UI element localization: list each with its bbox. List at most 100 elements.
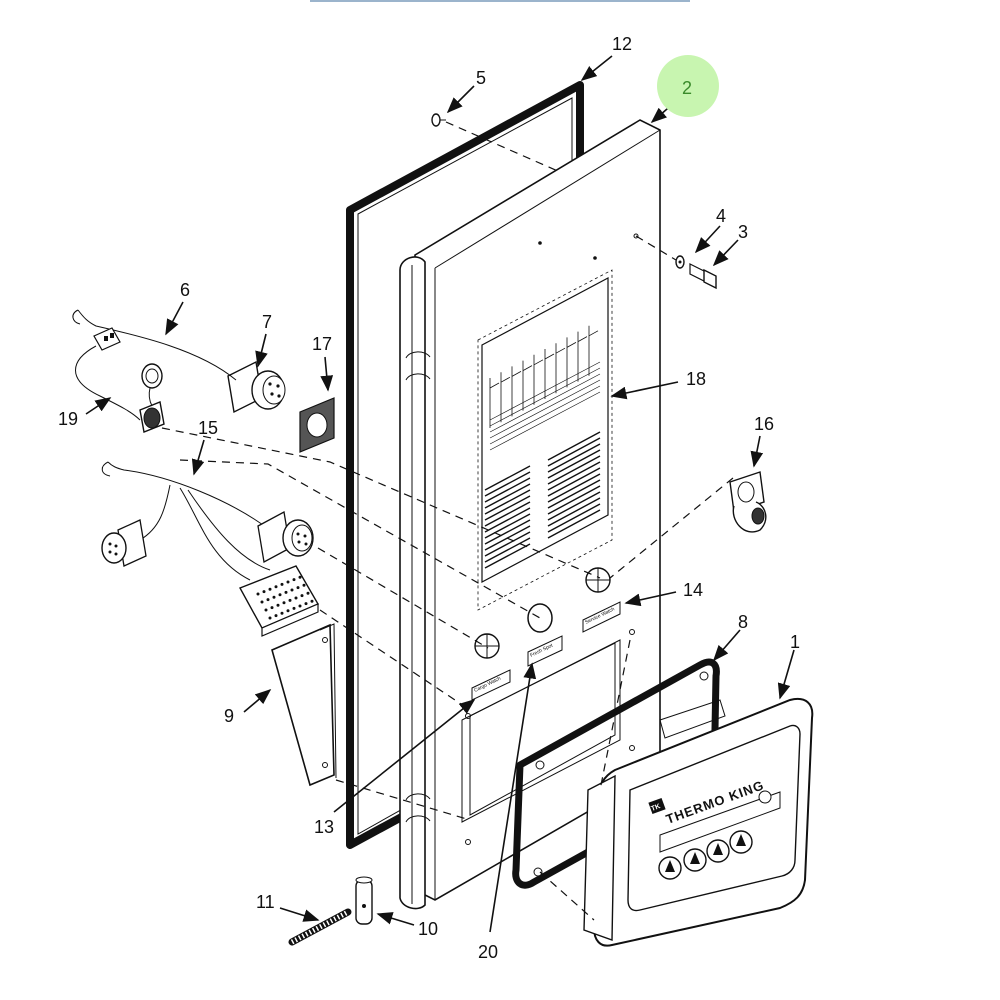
part-1-display-unit: THERMO KING TK: [583, 698, 814, 947]
schematic-trace: [547, 497, 601, 527]
callout-2-highlight: [657, 55, 719, 117]
part-10-sleeve: [355, 876, 373, 925]
decal-cargo-watch: Cargo Watch: [471, 669, 511, 701]
schematic-trace: [547, 467, 601, 497]
callout-7: 7: [262, 312, 272, 332]
schematic-trace: [489, 367, 601, 427]
part-9-bracket: [271, 623, 337, 787]
connector-pin: [300, 594, 304, 598]
connector-pin: [282, 601, 286, 605]
schematic-trace: [484, 519, 531, 545]
schematic-trace: [533, 359, 544, 366]
callout-1: 1: [790, 632, 800, 652]
connector-pin: [262, 590, 266, 594]
schematic-trace: [547, 461, 601, 491]
connector-pin: [306, 591, 310, 595]
schematic-trace: [547, 485, 601, 515]
schematic-trace: [544, 353, 555, 360]
connector-pin: [276, 603, 280, 607]
callout-11: 11: [256, 892, 275, 912]
callout-12: 12: [612, 34, 632, 54]
schematic-trace: [484, 489, 531, 515]
part-18-schematic-decal: [481, 277, 609, 583]
callout-8: 8: [738, 612, 748, 632]
callout-16: 16: [754, 414, 774, 434]
snowflake-icon: [729, 830, 753, 854]
callout-2: 2: [682, 78, 692, 98]
connector-pin: [260, 600, 264, 604]
snowflake-icon: [683, 848, 707, 872]
part-19-cap-connector: [139, 363, 165, 433]
callout-4: 4: [716, 206, 726, 226]
callout-18: 18: [686, 369, 706, 389]
schematic-trace: [547, 479, 601, 509]
schematic-trace: [547, 431, 601, 461]
schematic-trace: [547, 449, 601, 479]
schematic-trace: [588, 330, 599, 337]
schematic-trace: [547, 473, 601, 503]
part-6-harness: [72, 309, 237, 421]
connector-pin: [284, 590, 288, 594]
display-buttons: [658, 830, 753, 880]
schematic-trace: [547, 509, 601, 539]
schematic-trace: [547, 443, 601, 473]
connector-pin: [296, 586, 300, 590]
schematic-trace: [547, 503, 601, 533]
schematic-trace: [489, 385, 601, 445]
part-15-harness: [101, 461, 320, 637]
connector-pin: [288, 598, 292, 602]
schematic-trace: [500, 376, 511, 383]
knockout-lower: [474, 633, 500, 659]
schematic-trace: [547, 437, 601, 467]
connector-pin: [280, 582, 284, 586]
callout-20: 20: [478, 942, 498, 962]
connector-pin: [266, 598, 270, 602]
part-17-seal: [299, 397, 335, 453]
schematic-trace: [577, 336, 588, 342]
connector-pin: [268, 587, 272, 591]
schematic-trace: [484, 477, 531, 503]
callout-labels: 12 5 2 4 3 6 7 17 18 19 15 16 14 8 1 9 1…: [58, 34, 800, 962]
schematic-trace: [484, 471, 531, 497]
connector-pin: [302, 583, 306, 587]
callout-6: 6: [180, 280, 190, 300]
connector-pin: [290, 588, 294, 592]
connector-pin: [298, 604, 302, 608]
assembly-lines: [161, 121, 734, 921]
schematic-trace: [484, 513, 531, 539]
part-5-screw: [431, 113, 446, 127]
part-7-connector: [227, 360, 286, 414]
callout-17: 17: [312, 334, 332, 354]
schematic-trace: [489, 382, 500, 389]
callout-3: 3: [738, 222, 748, 242]
part-3-bolt: [689, 263, 717, 290]
schematic-trace: [484, 501, 531, 527]
schematic-trace: [489, 391, 601, 451]
schematic-trace: [484, 483, 531, 509]
connector-pin: [304, 602, 308, 606]
callout-9: 9: [224, 706, 234, 726]
connector-pin: [286, 609, 290, 613]
schematic-trace: [484, 543, 531, 569]
connector-pin: [270, 606, 274, 610]
schematic-trace: [484, 465, 531, 491]
schematic-trace: [547, 455, 601, 485]
connector-pin: [268, 616, 272, 620]
connector-pin: [286, 580, 290, 584]
schematic-trace: [522, 365, 533, 371]
schematic-trace: [484, 531, 531, 557]
schematic-trace: [484, 537, 531, 563]
connector-pin: [264, 608, 268, 612]
connector-pin: [278, 593, 282, 597]
callout-14: 14: [683, 580, 703, 600]
schematic-trace: [484, 507, 531, 533]
schematic-trace: [566, 342, 577, 348]
connector-pin: [292, 606, 296, 610]
connector-pin: [294, 596, 298, 600]
display-badge-text: TK: [650, 803, 661, 813]
connector-pin: [274, 585, 278, 589]
schematic-trace: [511, 371, 522, 377]
callout-5: 5: [476, 68, 486, 88]
callout-10: 10: [418, 919, 438, 939]
